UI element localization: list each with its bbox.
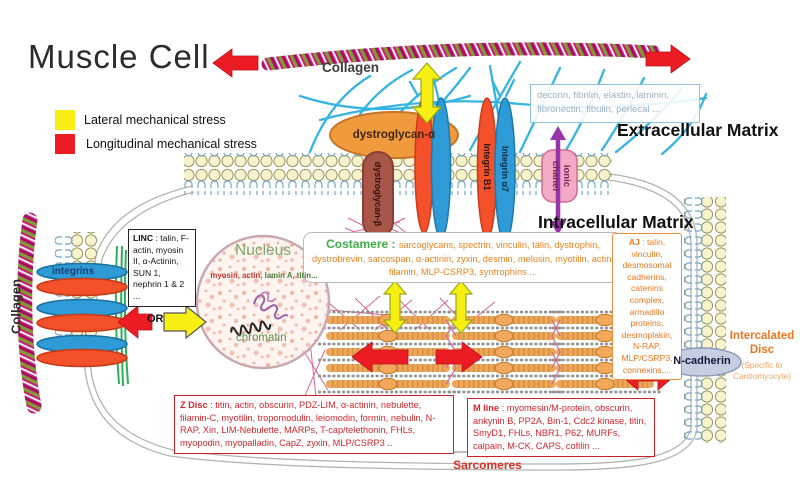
longitudinal-stress-label: Longitudinal mechanical stress xyxy=(86,137,257,151)
m-line-box-label: M line xyxy=(473,403,500,413)
linc-box-body: : talin, F-actin, myosin II, α-Actinin, … xyxy=(133,233,189,301)
costamere-box-label: Costamere : xyxy=(326,237,399,251)
yellow-nucleus-arrow xyxy=(163,304,207,340)
dystroglycan-beta-label: dystroglycan-β xyxy=(373,161,383,227)
chromatin-coil xyxy=(230,320,272,337)
nucleus-proteins-green: lamin A, titin... xyxy=(264,271,318,280)
costamere-box: Costamere : sarcoglycans, spectrin, vinc… xyxy=(303,232,623,283)
intercalated-membrane xyxy=(684,197,726,443)
integrin-pair-shapes xyxy=(414,96,516,243)
integrin-b1-label: Integrin B1 xyxy=(482,143,492,191)
z-disc-box: Z Disc : titin, actin, obscurin, PDZ-LIM… xyxy=(174,395,454,454)
sarcomeres-label: Sarcomeres xyxy=(453,458,522,472)
ecm-components-box: decorin, fibrilin, elastin, laminin, fib… xyxy=(530,84,700,123)
red-sarcomere-right-arrow xyxy=(435,341,483,373)
red-nucleus-arrow xyxy=(117,305,153,339)
extracellular-matrix-label: Extracellular Matrix xyxy=(617,120,779,140)
collagen-top-label: Collagen xyxy=(322,60,380,75)
integrins-left-label: integrins xyxy=(52,266,95,277)
red-left-arrow xyxy=(212,48,259,78)
integrin-a7-label: Integrin α7 xyxy=(500,145,510,193)
intercalated-disc-subtitle: (Specific to Cardiomyocyte) xyxy=(732,360,792,381)
longitudinal-stress-swatch xyxy=(55,134,75,154)
m-line-box-body: : myomesin/M-protein, obscurin, ankynin … xyxy=(473,403,647,452)
yellow-double-arrow-left xyxy=(382,280,408,334)
nucleus-title: Nucleus xyxy=(235,242,291,259)
collagen-fiber-top xyxy=(261,42,661,71)
chromatin-blob xyxy=(253,294,289,320)
left-integrins-shapes xyxy=(36,262,128,368)
yellow-double-arrow-right xyxy=(448,280,474,334)
nucleus-proteins-red: myosin, actin, xyxy=(210,271,265,280)
linc-box-label: LINC xyxy=(133,233,154,243)
chromatin-label: chromatin xyxy=(236,332,287,344)
z-disc-box-label: Z Disc xyxy=(180,400,208,410)
nucleus-shape xyxy=(195,234,331,370)
yellow-vertical-double-arrow xyxy=(411,62,443,124)
costamere-box-body: sarcoglycans, spectrin, vinculin, talin,… xyxy=(312,240,614,277)
or-label: OR xyxy=(147,313,164,325)
aj-box-body: : talin, vinculin, desmosomal cadherins,… xyxy=(621,237,673,375)
ionic-channel-label: ionic chanel xyxy=(550,160,572,191)
lateral-stress-swatch xyxy=(55,110,75,130)
red-right-arrow xyxy=(645,44,691,74)
page-title: Muscle Cell xyxy=(28,38,210,75)
nucleus-proteins: myosin, actin, lamin A, titin... xyxy=(203,271,325,280)
aj-box: AJ : talin, vinculin, desmosomal cadheri… xyxy=(612,233,682,381)
m-line-box: M line : myomesin/M-protein, obscurin, a… xyxy=(467,398,655,457)
collagen-left-label: Collagen xyxy=(8,279,24,334)
aj-box-label: AJ xyxy=(628,237,640,247)
n-cadherin-label: N-cadherin xyxy=(673,355,731,367)
ionic-channel-arrow xyxy=(550,126,566,235)
dystroglycan-alpha-label: dystroglycan-α xyxy=(352,129,436,141)
red-sarcomere-left-arrow xyxy=(351,341,409,373)
lateral-stress-label: Lateral mechanical stress xyxy=(84,113,226,127)
intercalated-disc-title: Intercalated Disc xyxy=(729,330,795,356)
linc-box: LINC : talin, F-actin, myosin II, α-Acti… xyxy=(128,229,196,307)
collagen-fiber-left xyxy=(17,212,42,414)
z-disc-box-body: : titin, actin, obscurin, PDZ-LIM, α-act… xyxy=(180,400,436,449)
intracellular-matrix-label: Intracellular Matrix xyxy=(538,212,694,232)
plasma-membrane xyxy=(184,153,612,195)
